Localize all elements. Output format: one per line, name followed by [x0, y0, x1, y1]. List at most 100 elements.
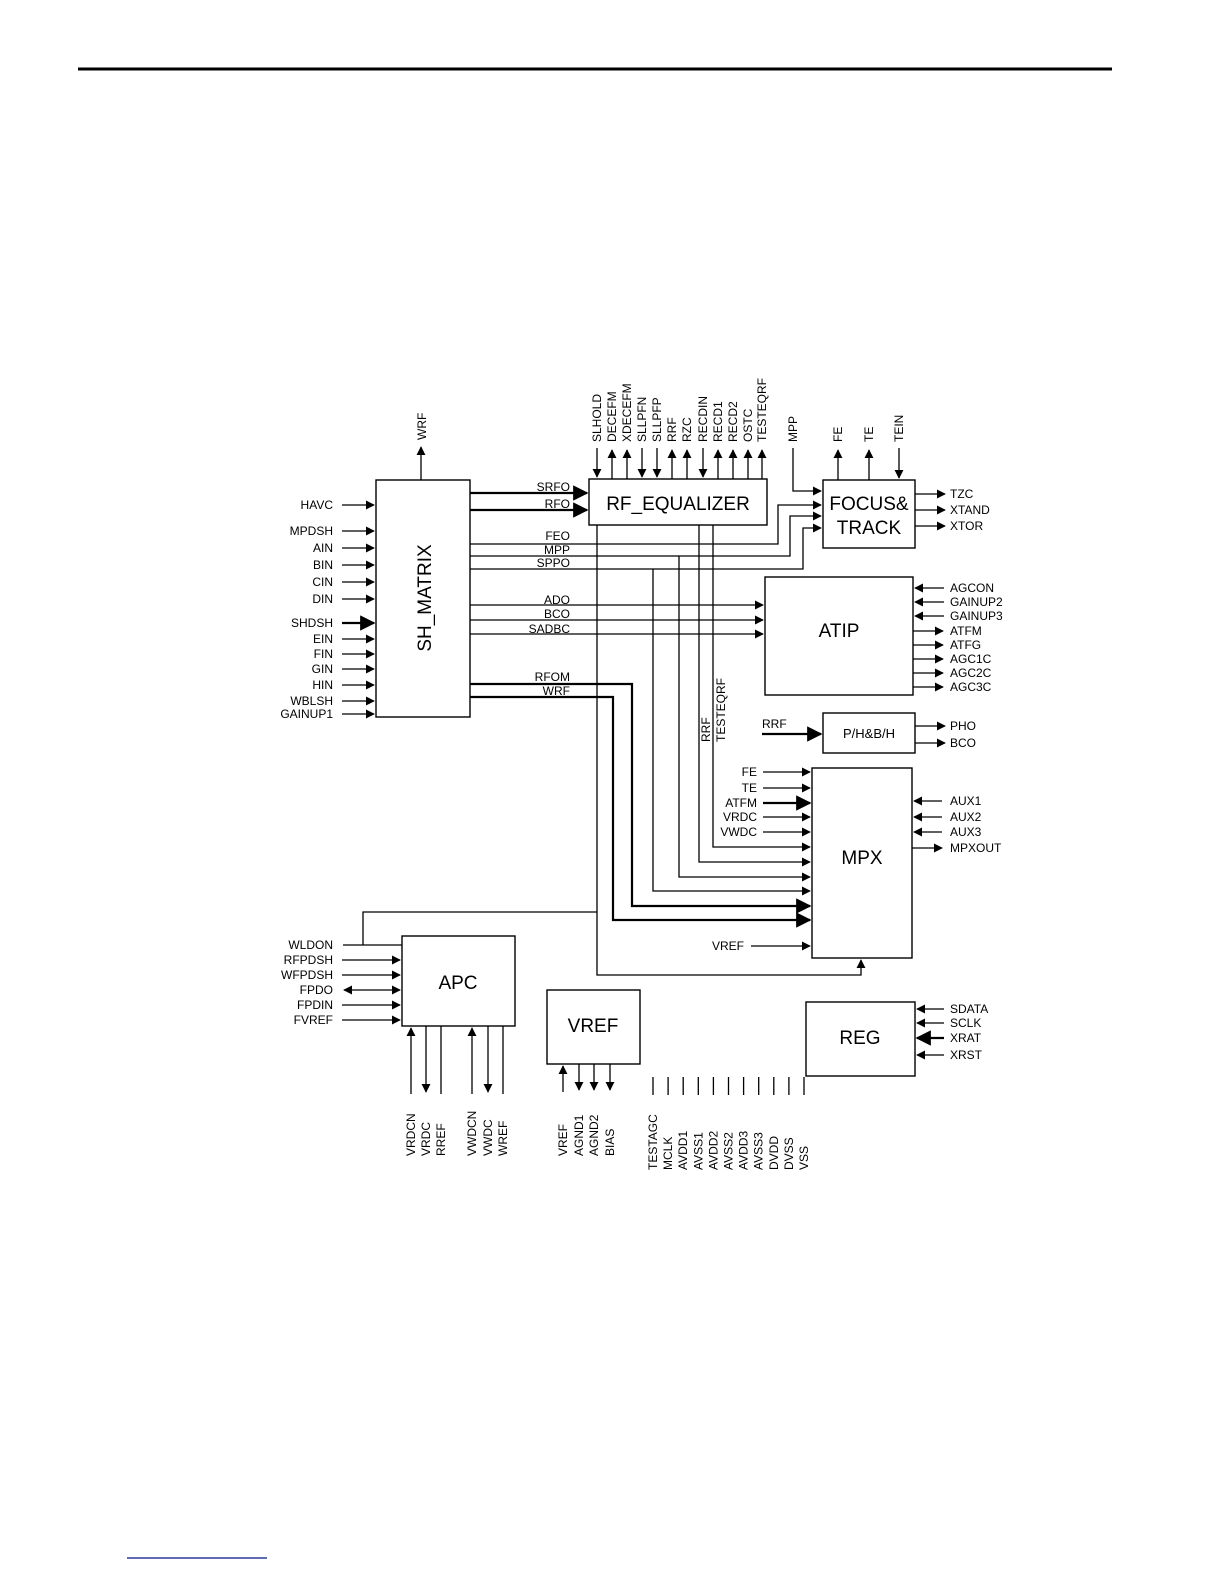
pin-label: ATFM — [725, 796, 757, 810]
pin-label: GAINUP1 — [280, 707, 333, 721]
pin-label: BIAS — [603, 1129, 617, 1156]
pin-label: MPP — [786, 416, 800, 442]
signal-label: RFO — [545, 497, 570, 511]
pin-label: WLDON — [288, 938, 333, 952]
pin-label: MPXOUT — [950, 841, 1002, 855]
pin-label: GIN — [312, 662, 333, 676]
pin-label: DVSS — [782, 1137, 796, 1170]
pin-label: XDECEFM — [620, 383, 634, 442]
pin-label: ATFM — [950, 624, 982, 638]
pin-label: WFPDSH — [281, 968, 333, 982]
pin-label: RZC — [680, 417, 694, 442]
pin-label: AGND2 — [587, 1114, 601, 1156]
pin-label: SLHOLD — [590, 394, 604, 442]
pin-label: XRST — [950, 1048, 983, 1062]
sh-matrix-wrf-pin: WRF — [415, 413, 429, 480]
pin-label: BIN — [313, 558, 333, 572]
pin-label: TE — [862, 427, 876, 442]
pin-label: AVSS2 — [722, 1132, 736, 1170]
pin-label: ATFG — [950, 638, 981, 652]
pin-label: GAINUP3 — [950, 609, 1003, 623]
pin-label: AVDD2 — [706, 1131, 720, 1170]
pin-label: AUX1 — [950, 794, 982, 808]
phbh-pins: RRF PHO BCO — [762, 717, 976, 750]
signal-label: SRFO — [537, 480, 570, 494]
signal-label: WRF — [543, 684, 570, 698]
pin-label: WRF — [415, 413, 429, 440]
pin-label: VSS — [797, 1146, 811, 1170]
atip-title: ATIP — [819, 621, 860, 642]
pin-label: VRDC — [419, 1122, 433, 1156]
pin-label: GAINUP2 — [950, 595, 1003, 609]
pin-label: RREF — [434, 1123, 448, 1156]
pin-label: HAVC — [301, 498, 334, 512]
pin-label: SDATA — [950, 1002, 988, 1016]
sh-matrix-title: SH_MATRIX — [415, 544, 436, 652]
signal-label: SADBC — [529, 622, 571, 636]
focus-track-pins: FE TE TEIN TZC XTAND XTOR — [831, 415, 990, 533]
pin-label: VRDCN — [404, 1113, 418, 1156]
pin-label: TEIN — [892, 415, 906, 442]
pin-label: FIN — [314, 647, 333, 661]
phbh-block: P/H&B/H — [822, 712, 916, 754]
pin-label: VWDC — [720, 825, 757, 839]
pin-label: AGC1C — [950, 652, 992, 666]
pin-label: TE — [742, 781, 757, 795]
pin-label: PHO — [950, 719, 976, 733]
pin-label: FE — [831, 427, 845, 442]
pin-label: AGCON — [950, 581, 994, 595]
sh-matrix-outputs: SRFO RFO FEO MPP SPPO ADO BCO SADBC RFOM… — [470, 480, 822, 928]
internal-label-rrf: RRF — [699, 717, 713, 742]
pin-label: XRAT — [950, 1031, 982, 1045]
pin-label: SHDSH — [291, 616, 333, 630]
pin-label: HIN — [312, 678, 333, 692]
pin-label: EIN — [313, 632, 333, 646]
pin-label: MPDSH — [290, 524, 333, 538]
pin-label: AGND1 — [572, 1114, 586, 1156]
pin-label: AVDD1 — [676, 1131, 690, 1170]
signal-label: BCO — [544, 607, 570, 621]
vref-title: VREF — [568, 1016, 619, 1037]
pin-label: XTAND — [950, 503, 990, 517]
internal-label-testeqrf: TESTEQRF — [714, 678, 728, 742]
pin-label: AVDD3 — [737, 1131, 751, 1170]
atip-pins: AGCONGAINUP2GAINUP3ATFMATFGAGC1CAGC2CAGC… — [913, 581, 1003, 694]
pin-label: RECD1 — [711, 401, 725, 442]
pin-label: AGC2C — [950, 666, 992, 680]
pin-label: TESTEQRF — [755, 378, 769, 442]
phbh-title: P/H&B/H — [843, 726, 895, 741]
signal-label: SPPO — [537, 556, 570, 570]
pin-label: AIN — [313, 541, 333, 555]
pin-label: RRF — [762, 717, 787, 731]
pin-label: VWDC — [481, 1119, 495, 1156]
apc-title: APC — [438, 973, 477, 994]
signal-label: MPP — [544, 543, 570, 557]
pin-label: MCLK — [661, 1137, 675, 1170]
pin-label: AVSS3 — [752, 1132, 766, 1170]
pin-label: WREF — [496, 1121, 510, 1156]
pin-label: RFPDSH — [284, 953, 333, 967]
pin-label: RECDIN — [696, 396, 710, 442]
pin-label: VWDCN — [465, 1111, 479, 1156]
pin-label: AUX3 — [950, 825, 982, 839]
pin-label: TESTAGC — [646, 1114, 660, 1170]
pin-label: TZC — [950, 487, 974, 501]
apc-block: APC — [401, 935, 516, 1027]
sh-matrix-block: SH_MATRIX — [375, 479, 471, 718]
signal-label: FEO — [545, 529, 570, 543]
mpx-title: MPX — [841, 848, 883, 869]
pin-label: XTOR — [950, 519, 983, 533]
signal-label: ADO — [544, 593, 570, 607]
pin-label: FPDIN — [297, 998, 333, 1012]
pin-label: OSTC — [741, 408, 755, 442]
signal-label: RFOM — [535, 670, 570, 684]
mpx-block: MPX — [811, 767, 913, 959]
pin-label: VRDC — [723, 810, 757, 824]
pin-label: BCO — [950, 736, 976, 750]
